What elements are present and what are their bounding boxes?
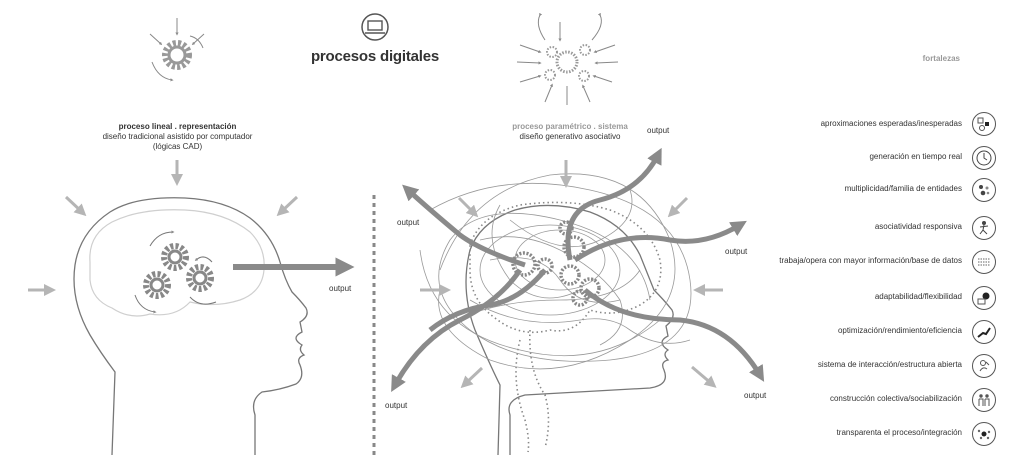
strength-item: transparenta el proceso/integración — [702, 428, 962, 438]
output-label-top: output — [647, 126, 669, 135]
strength-item: adaptabilidad/flexibilidad — [702, 292, 962, 302]
dots-icon — [972, 178, 996, 202]
laptop-icon — [362, 14, 388, 40]
left-input-arrows — [28, 160, 297, 290]
strength-item: optimización/rendimiento/eficiencia — [702, 326, 962, 336]
left-heading: proceso lineal . representación — [119, 122, 237, 131]
growth-icon — [972, 320, 996, 344]
left-output-label: output — [329, 284, 351, 293]
strengths-heading: fortalezas — [860, 54, 960, 63]
right-line1: diseño generativo asociativo — [490, 132, 650, 142]
shapes-icon — [972, 112, 996, 136]
interaction-icon — [972, 354, 996, 378]
output-label-bottom-left: output — [385, 401, 407, 410]
right-heading: proceso paramétrico . sistema — [490, 122, 650, 132]
page-title: procesos digitales — [300, 48, 450, 65]
output-label-right: output — [725, 247, 747, 256]
figure-icon — [972, 216, 996, 240]
strength-item: construcción colectiva/sociabilización — [702, 394, 962, 404]
output-label-left: output — [397, 218, 419, 227]
strength-item: sistema de interacción/estructura abiert… — [702, 360, 962, 370]
left-caption: proceso lineal . representación diseño t… — [95, 122, 260, 152]
single-gear-icon — [150, 18, 204, 80]
left-line1: diseño tradicional asistido por computad… — [95, 132, 260, 142]
network-icon — [517, 15, 618, 105]
adapt-icon — [972, 286, 996, 310]
integration-icon — [972, 422, 996, 446]
strength-item: aproximaciones esperadas/inesperadas — [702, 119, 962, 129]
left-head — [74, 198, 307, 455]
strength-item: multiplicidad/familia de entidades — [702, 184, 962, 194]
clock-icon — [972, 146, 996, 170]
strength-item: trabaja/opera con mayor información/base… — [702, 256, 962, 266]
strength-item: asociatividad responsiva — [702, 222, 962, 232]
strength-item: generación en tiempo real — [702, 152, 962, 162]
left-line2: (lógicas CAD) — [95, 142, 260, 152]
right-caption: proceso paramétrico . sistema diseño gen… — [490, 122, 650, 142]
people-icon — [972, 388, 996, 412]
data-icon — [972, 250, 996, 274]
